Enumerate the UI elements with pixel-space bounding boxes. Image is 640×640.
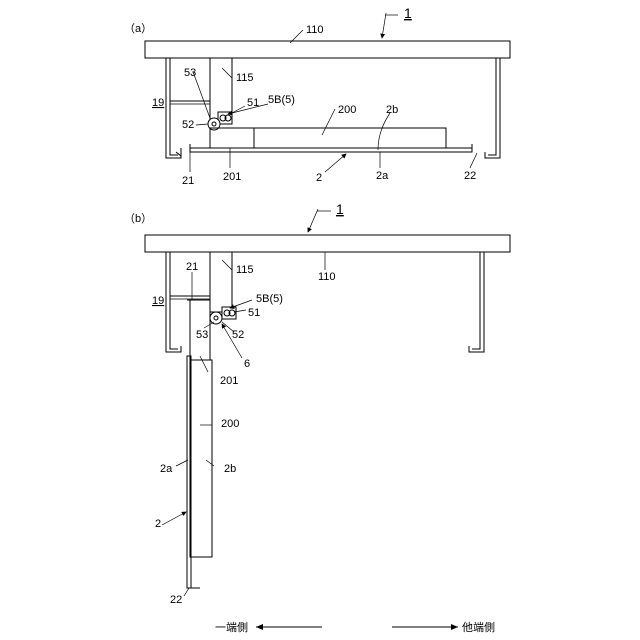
label-6: 6	[244, 358, 250, 370]
label-22: 22	[464, 170, 476, 182]
label-5b: 5B(5)	[268, 94, 295, 106]
label-5b: 5B(5)	[256, 293, 283, 305]
label-2b: 2b	[224, 463, 236, 475]
hook-21	[176, 148, 181, 158]
right-bracket-22	[485, 58, 500, 158]
label-200: 200	[221, 418, 239, 430]
label-200: 200	[338, 104, 356, 116]
label-53: 53	[184, 67, 196, 79]
label-19: 19	[152, 97, 164, 109]
label-52: 52	[232, 329, 244, 341]
figure-b-caption: （b）	[124, 212, 152, 225]
right-bracket	[469, 252, 484, 352]
panel-part-200	[190, 360, 212, 557]
label-1: 1	[404, 5, 412, 21]
top-plate-110	[145, 41, 510, 58]
label-110: 110	[306, 24, 324, 36]
label-2b: 2b	[386, 104, 398, 116]
label-115: 115	[236, 72, 254, 84]
label-110: 110	[318, 271, 336, 283]
top-plate-110	[145, 235, 510, 252]
direction-legend: 一端側 他端側	[215, 621, 495, 634]
panel-part-200	[254, 128, 446, 148]
label-52: 52	[182, 119, 194, 131]
label-51: 51	[248, 307, 260, 319]
pivot-52	[210, 312, 222, 324]
label-19: 19	[152, 295, 164, 307]
figure-a: （a）	[124, 5, 510, 187]
figure-a-caption: （a）	[124, 22, 152, 35]
label-2a: 2a	[160, 463, 173, 475]
label-2: 2	[155, 518, 161, 530]
label-21: 21	[186, 261, 198, 273]
panel-part-201	[210, 128, 254, 148]
bracket-19-upper	[170, 58, 210, 101]
label-other-end-side: 他端側	[462, 621, 495, 634]
label-201: 201	[223, 171, 241, 183]
label-53: 53	[196, 329, 208, 341]
figure-b: （b）	[124, 201, 510, 606]
label-21: 21	[182, 175, 194, 187]
label-2: 2	[316, 172, 322, 184]
member-115	[210, 58, 232, 120]
left-bracket-19	[166, 252, 181, 352]
member-115	[210, 252, 232, 312]
label-51: 51	[247, 97, 259, 109]
label-201: 201	[220, 375, 238, 387]
label-1: 1	[336, 201, 344, 217]
label-115: 115	[236, 264, 254, 276]
label-one-end-side: 一端側	[215, 621, 248, 634]
label-22: 22	[170, 594, 182, 606]
base-plate-2a	[190, 148, 472, 152]
bracket-19-upper	[170, 252, 210, 296]
left-bracket-19	[166, 58, 181, 158]
label-2a: 2a	[376, 170, 389, 182]
